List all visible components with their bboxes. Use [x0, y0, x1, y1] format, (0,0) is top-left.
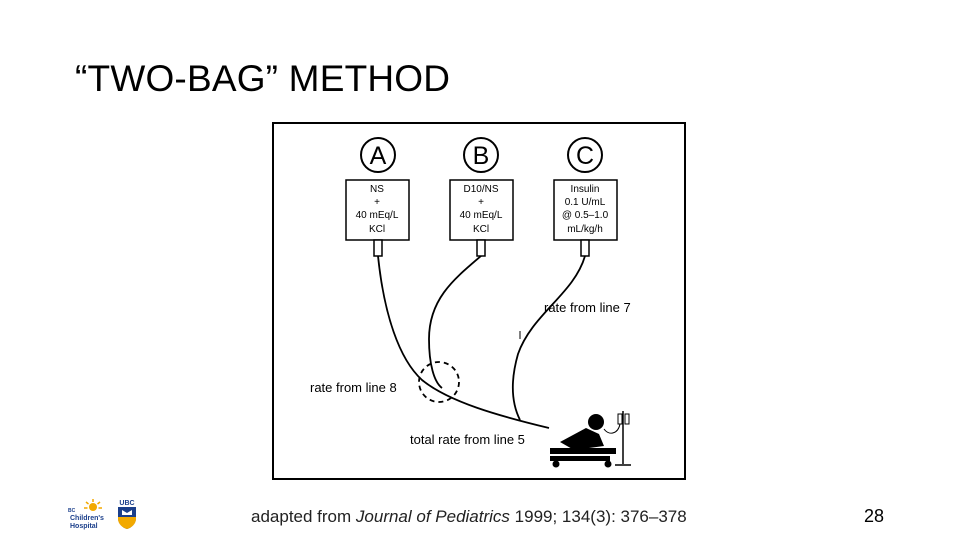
- bag-a-port: [373, 239, 383, 257]
- bag-c: Insulin 0.1 U/mL @ 0.5–1.0 mL/kg/h: [553, 179, 618, 257]
- bag-c-label: C: [576, 142, 594, 170]
- bag-c-line-2: 0.1 U/mL: [565, 197, 606, 208]
- bag-c-line-3: @ 0.5–1.0: [562, 210, 609, 221]
- bag-a-line-3: 40 mEq/L: [356, 210, 399, 221]
- diagram-frame: A B C NS + 40 mEq/L KCl D10/NS + 40 mEq/…: [272, 122, 686, 480]
- page-number: 28: [864, 506, 885, 526]
- iv-pole-icon: [603, 411, 631, 466]
- bag-c-line-1: Insulin: [571, 184, 600, 195]
- bcch-text-bc: BC: [68, 508, 76, 514]
- bag-b-circle: [463, 137, 499, 173]
- slide-title: “TWO-BAG” METHOD: [75, 58, 451, 99]
- bag-c-circle: [567, 137, 603, 173]
- bag-a-label-group: A: [360, 137, 396, 173]
- bag-a-box: [345, 179, 410, 241]
- bag-a-line-4: KCl: [369, 224, 385, 235]
- bag-a-label: A: [370, 142, 387, 170]
- bag-b-label-group: B: [463, 137, 499, 173]
- tubing-line-b: [428, 255, 482, 389]
- patient-on-stretcher-icon: [550, 414, 616, 468]
- ubc-logo: UBC: [118, 500, 136, 529]
- two-bag-diagram: A B C NS + 40 mEq/L KCl D10/NS + 40 mEq/…: [310, 137, 631, 468]
- ubc-shield-icon: [118, 507, 136, 529]
- bag-b-line-4: KCl: [473, 224, 489, 235]
- bag-b: D10/NS + 40 mEq/L KCl: [449, 179, 514, 257]
- citation: adapted from Journal of Pediatrics 1999;…: [251, 507, 687, 527]
- bag-c-port: [580, 239, 590, 257]
- bag-a: NS + 40 mEq/L KCl: [345, 179, 410, 257]
- rate-label-line5: total rate from line 5: [410, 432, 525, 447]
- sun-rays-icon: [84, 499, 102, 511]
- citation-journal: Journal of Pediatrics: [355, 507, 510, 526]
- bag-b-line-1: D10/NS: [463, 184, 498, 195]
- bag-b-line-3: 40 mEq/L: [460, 210, 503, 221]
- bag-b-port: [476, 239, 486, 257]
- ubc-text: UBC: [119, 500, 134, 507]
- tubing-line-c: [512, 255, 586, 421]
- bag-c-line-4: mL/kg/h: [567, 224, 603, 235]
- junction-dashed-circle: [418, 361, 460, 403]
- tubing-line-a: [377, 255, 550, 429]
- bag-b-line-2: +: [478, 197, 484, 208]
- bcch-text-childrens: Children's: [70, 515, 104, 522]
- bag-a-line-2: +: [374, 197, 380, 208]
- bag-c-box: [553, 179, 618, 241]
- citation-prefix: adapted from: [251, 507, 356, 526]
- bag-a-circle: [360, 137, 396, 173]
- bag-a-line-1: NS: [370, 184, 384, 195]
- rate-label-line7: rate from line 7: [544, 300, 631, 315]
- citation-details: 1999; 134(3): 376–378: [509, 507, 687, 526]
- bcch-text-hospital: Hospital: [70, 523, 98, 530]
- bag-c-label-group: C: [567, 137, 603, 173]
- bag-b-label: B: [473, 142, 490, 170]
- rate-label-line8: rate from line 8: [310, 380, 397, 395]
- bc-childrens-hospital-logo: BC Children's Hospital: [68, 499, 104, 530]
